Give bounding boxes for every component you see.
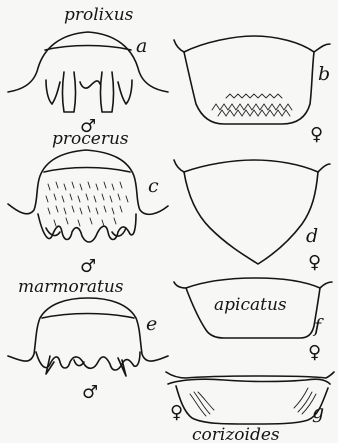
figure-letter-a: a [136,35,147,57]
female-symbol-g: ♀ [170,402,183,423]
female-symbol-f: ♀ [308,342,321,363]
species-label-prolixus: prolixus [64,5,134,25]
female-symbol-b: ♀ [310,124,323,145]
species-label-marmoratus: marmoratus [18,277,124,297]
figure-letter-c: c [148,175,159,197]
male-symbol-c: ♂ [80,256,96,277]
female-symbol-d: ♀ [308,252,321,273]
figure-letter-e: e [146,313,157,335]
figure-e-marmoratus-male [8,298,168,376]
male-symbol-e: ♂ [82,382,98,403]
figure-letter-g: g [312,401,324,423]
figure-letter-f: f [312,315,324,337]
species-label-corizoides: corizoides [192,425,280,443]
figure-c-procerus-male [8,150,168,242]
male-symbol-a: ♂ [80,116,96,137]
figure-b-prolixus-female [174,36,330,124]
figure-d-procerus-female [174,160,330,264]
figure-g-corizoides-female [166,372,334,424]
figure-letter-d: d [306,225,318,247]
species-label-apicatus: apicatus [214,295,287,315]
figure-letter-b: b [318,63,330,85]
